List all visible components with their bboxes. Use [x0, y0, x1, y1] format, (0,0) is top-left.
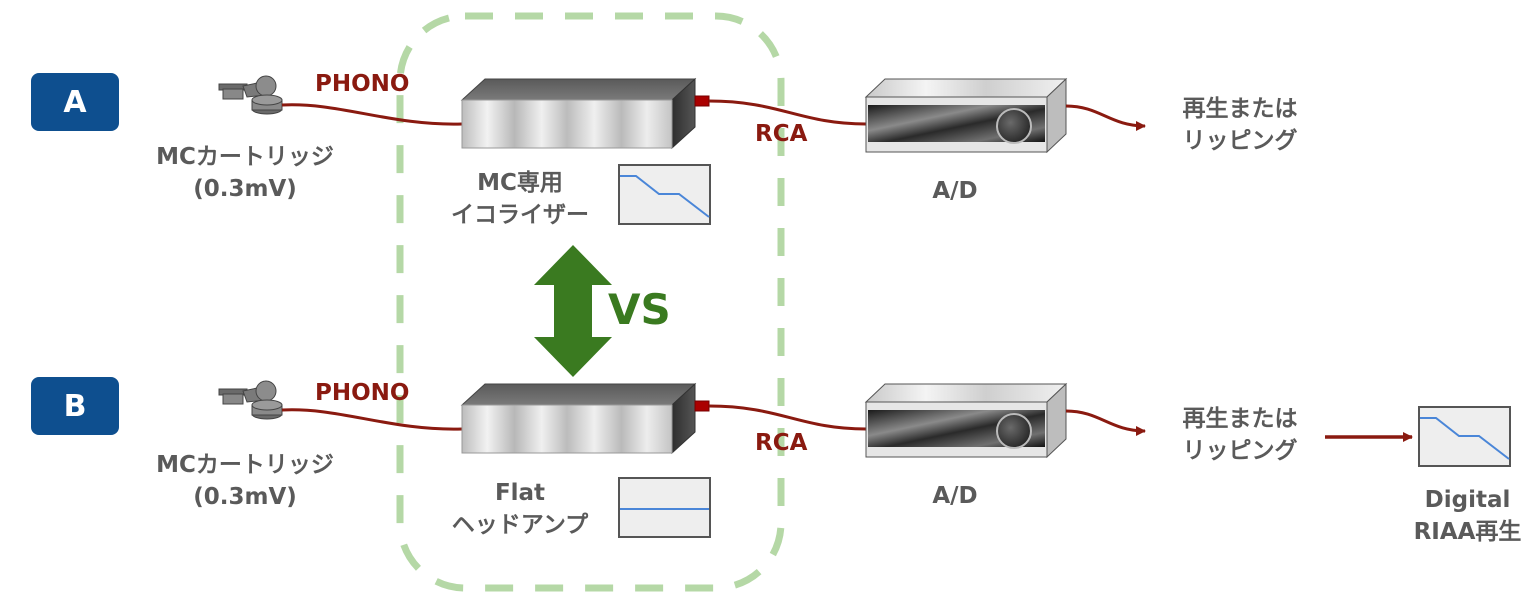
knob-icon — [996, 413, 1032, 449]
row-b-ad-label: A/D — [932, 483, 978, 509]
output-arrow — [1065, 409, 1146, 436]
row-a — [218, 75, 1146, 225]
rca-plug-icon — [694, 400, 710, 412]
output-line2: リッピング — [1182, 438, 1298, 464]
amp-name-line1: MC専用 — [477, 170, 563, 196]
phono-cable — [281, 408, 463, 431]
knob-icon — [996, 108, 1032, 144]
amp-name-line2: イコライザー — [451, 202, 589, 228]
cartridge-voltage: (0.3mV) — [193, 176, 297, 202]
vs-label: VS — [608, 285, 671, 334]
row-a-amp-label: MC専用 イコライザー — [430, 167, 610, 231]
row-b-output-label: 再生または リッピング — [1165, 403, 1315, 467]
amplifier-box — [460, 77, 697, 150]
amp-name-line1: Flat — [494, 480, 546, 506]
row-b-badge: B — [31, 377, 119, 435]
output-line1: 再生または — [1182, 96, 1298, 122]
row-a-badge: A — [31, 73, 119, 131]
cartridge-icon — [218, 380, 283, 420]
row-b-rca-label: RCA — [755, 430, 808, 456]
rca-plug-icon — [694, 95, 710, 107]
cartridge-voltage: (0.3mV) — [193, 484, 297, 510]
output-line1: 再生または — [1182, 406, 1298, 432]
riaa-curve-graph — [618, 164, 711, 225]
row-b — [218, 380, 1146, 538]
digital-line1: Digital — [1424, 487, 1511, 513]
row-a-ad-label: A/D — [932, 178, 978, 204]
amplifier-box — [460, 382, 697, 455]
digital-line2: RIAA再生 — [1413, 519, 1522, 545]
cartridge-name: MCカートリッジ — [156, 452, 334, 478]
cartridge-icon — [218, 75, 283, 115]
comparison-box — [396, 12, 785, 592]
row-a-output-label: 再生または リッピング — [1165, 93, 1315, 157]
row-b-phono-label: PHONO — [315, 380, 410, 406]
row-a-rca-label: RCA — [755, 121, 808, 147]
vs-double-arrow-icon — [534, 245, 612, 377]
row-a-cartridge-label: MCカートリッジ (0.3mV) — [140, 141, 350, 205]
cartridge-name: MCカートリッジ — [156, 144, 334, 170]
digital-riaa-curve — [1420, 417, 1510, 460]
row-a-phono-label: PHONO — [315, 71, 410, 97]
phono-cable — [281, 103, 463, 126]
flat-response-graph — [618, 477, 711, 538]
digital-riaa-label: Digital RIAA再生 — [1400, 484, 1535, 548]
ad-converter-box — [864, 77, 1068, 154]
amp-name-line2: ヘッドアンプ — [451, 512, 589, 538]
output-line2: リッピング — [1182, 128, 1298, 154]
rca-cable — [708, 99, 867, 126]
row-b-cartridge-label: MCカートリッジ (0.3mV) — [140, 449, 350, 513]
ad-converter-box — [864, 382, 1068, 459]
output-arrow — [1065, 104, 1146, 131]
row-b-amp-label: Flat ヘッドアンプ — [430, 477, 610, 541]
rca-cable — [708, 404, 867, 431]
